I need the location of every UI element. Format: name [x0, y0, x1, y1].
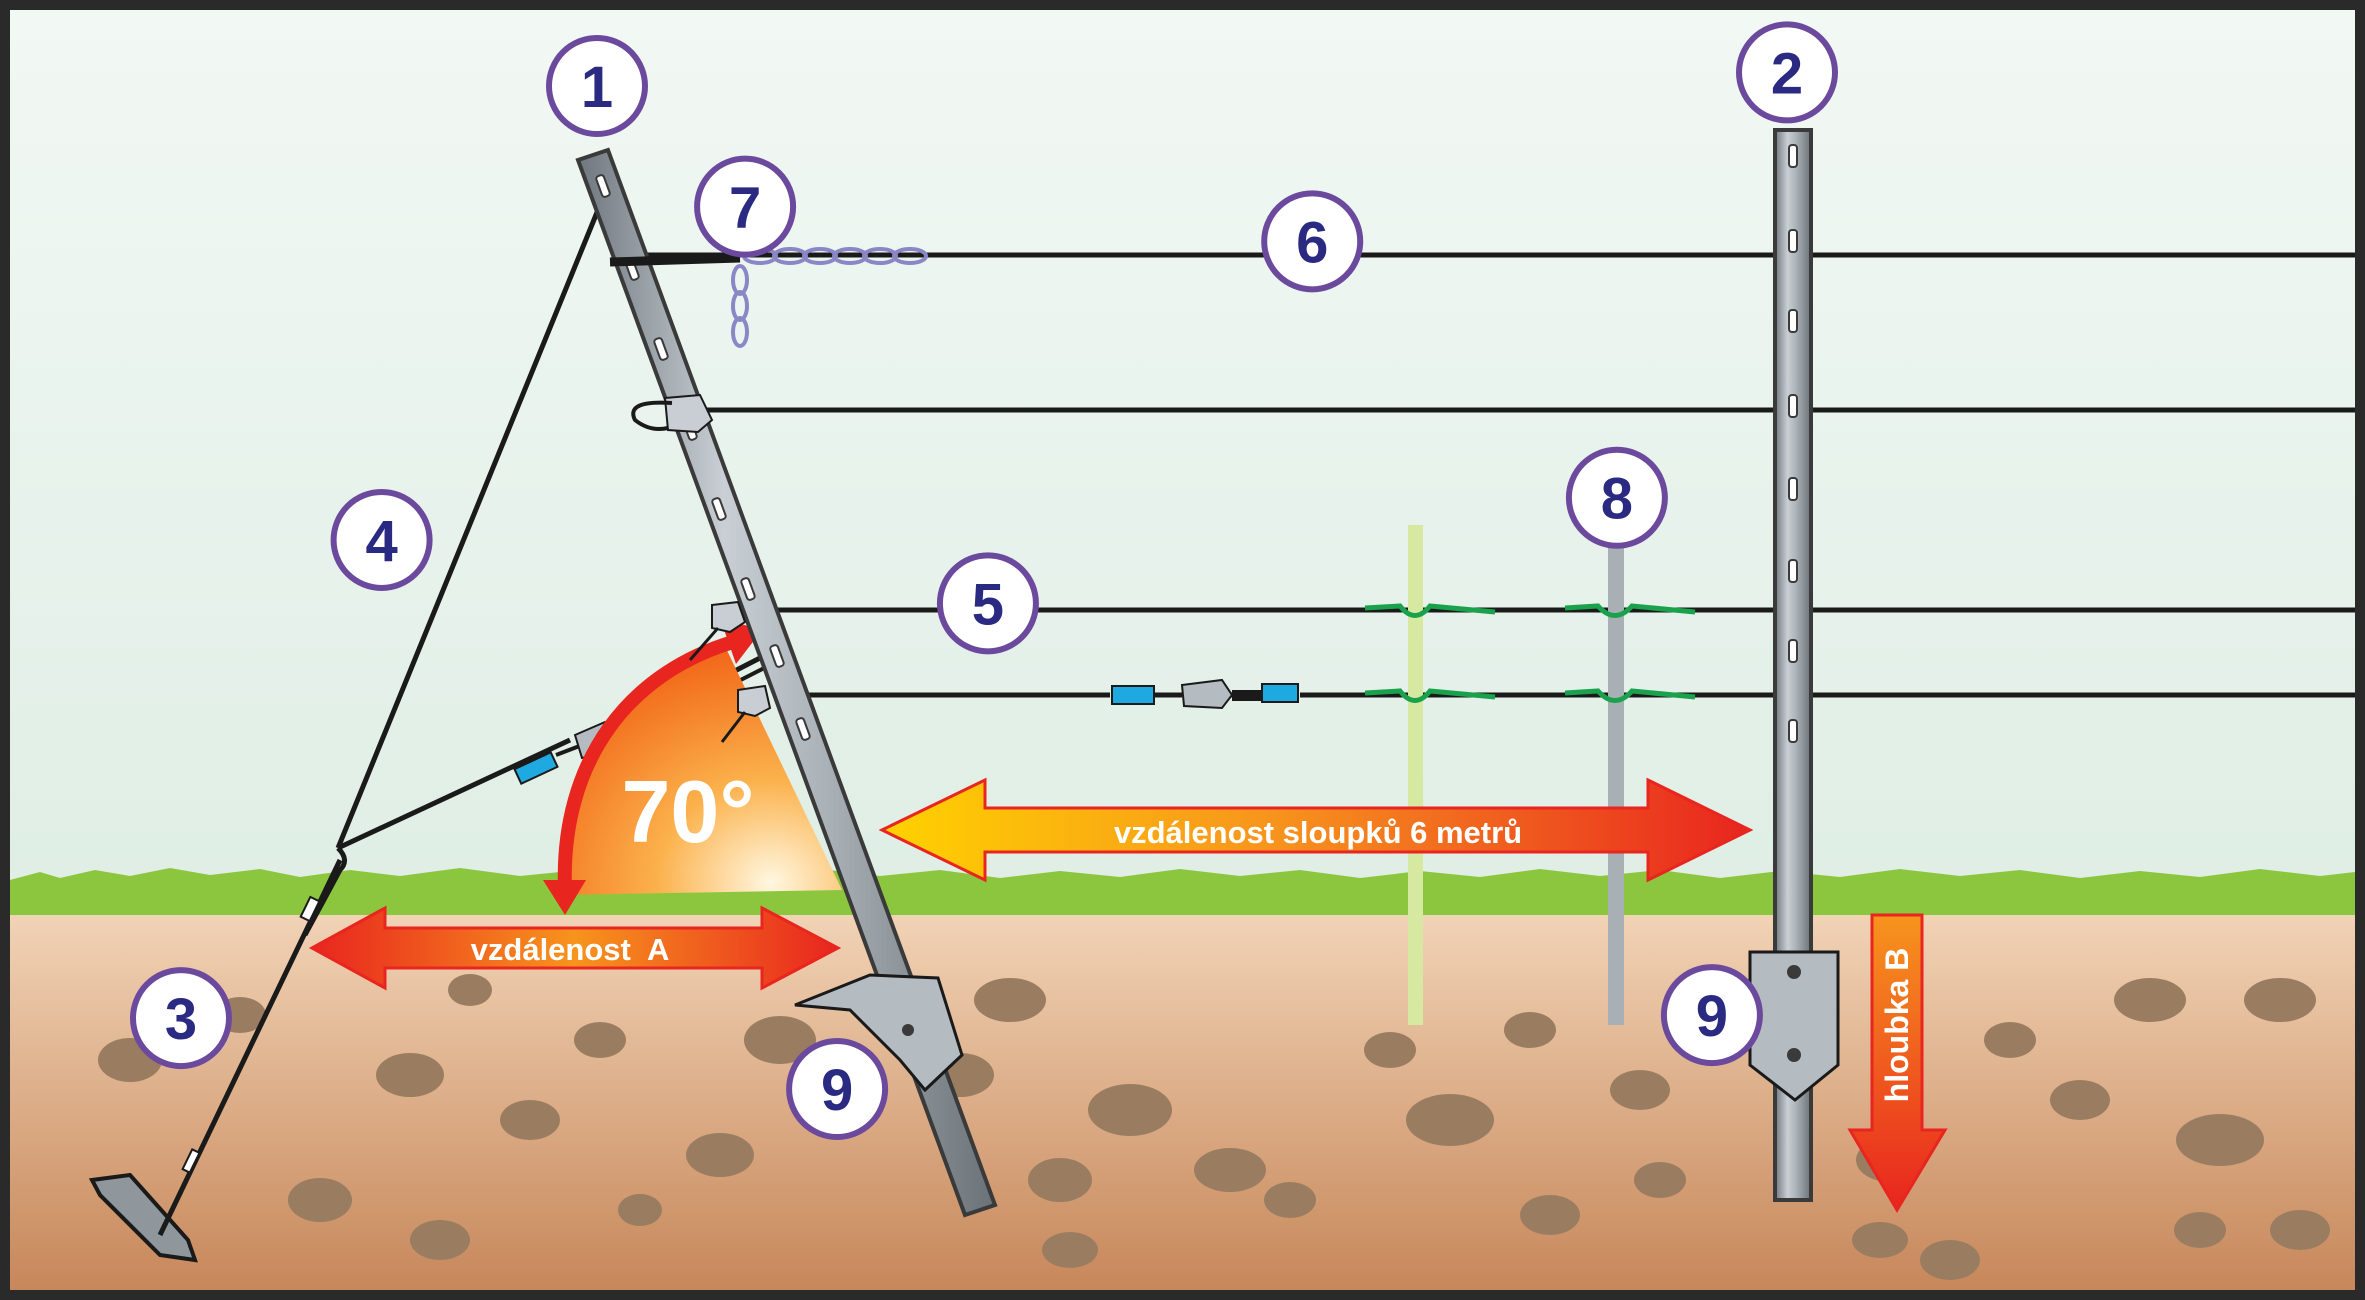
badge-2: 2	[1736, 21, 1838, 124]
svg-text:6: 6	[1296, 210, 1328, 275]
badge-7: 7	[694, 155, 797, 258]
post1-top-wire-tie	[609, 253, 741, 267]
badge-6: 6	[1261, 190, 1364, 293]
post1-insulators	[631, 393, 772, 743]
post-spacing-arrow	[878, 777, 1754, 883]
brace-wire	[299, 204, 603, 937]
badge-1: 1	[546, 34, 648, 137]
svg-text:1: 1	[581, 55, 613, 120]
svg-text:8: 8	[1601, 467, 1633, 532]
angle-label: 70°	[621, 762, 754, 861]
svg-text:3: 3	[165, 987, 197, 1052]
wire-tensioner	[1111, 678, 1299, 710]
badge-9-post2: 9	[1660, 964, 1763, 1067]
badge-3: 3	[129, 967, 232, 1070]
svg-text:9: 9	[1696, 984, 1728, 1049]
anchor-bracket-post1	[794, 973, 964, 1093]
green-wire-clips	[1364, 603, 1696, 703]
badge-5: 5	[936, 552, 1039, 655]
sky	[10, 10, 2355, 910]
svg-text:7: 7	[729, 176, 761, 241]
svg-text:9: 9	[821, 1058, 853, 1123]
svg-text:2: 2	[1771, 41, 1803, 106]
post-spacing-label: vzdálenost sloupků 6 metrů	[1114, 815, 1522, 850]
distance-a-arrow	[308, 905, 842, 991]
distance-a-label: vzdálenost A	[471, 932, 670, 967]
intermediate-post-8	[1608, 545, 1624, 1025]
svg-text:4: 4	[365, 509, 397, 574]
light-green-pole	[1408, 525, 1423, 1025]
depth-b-label: hloubka B	[1879, 948, 1915, 1103]
grass-strip	[10, 868, 2355, 915]
depth-b-arrow	[1847, 913, 1948, 1213]
badge-8: 8	[1565, 446, 1668, 549]
badge-4: 4	[330, 488, 433, 591]
badge-9-post1: 9	[786, 1037, 889, 1140]
svg-text:5: 5	[972, 572, 1004, 637]
